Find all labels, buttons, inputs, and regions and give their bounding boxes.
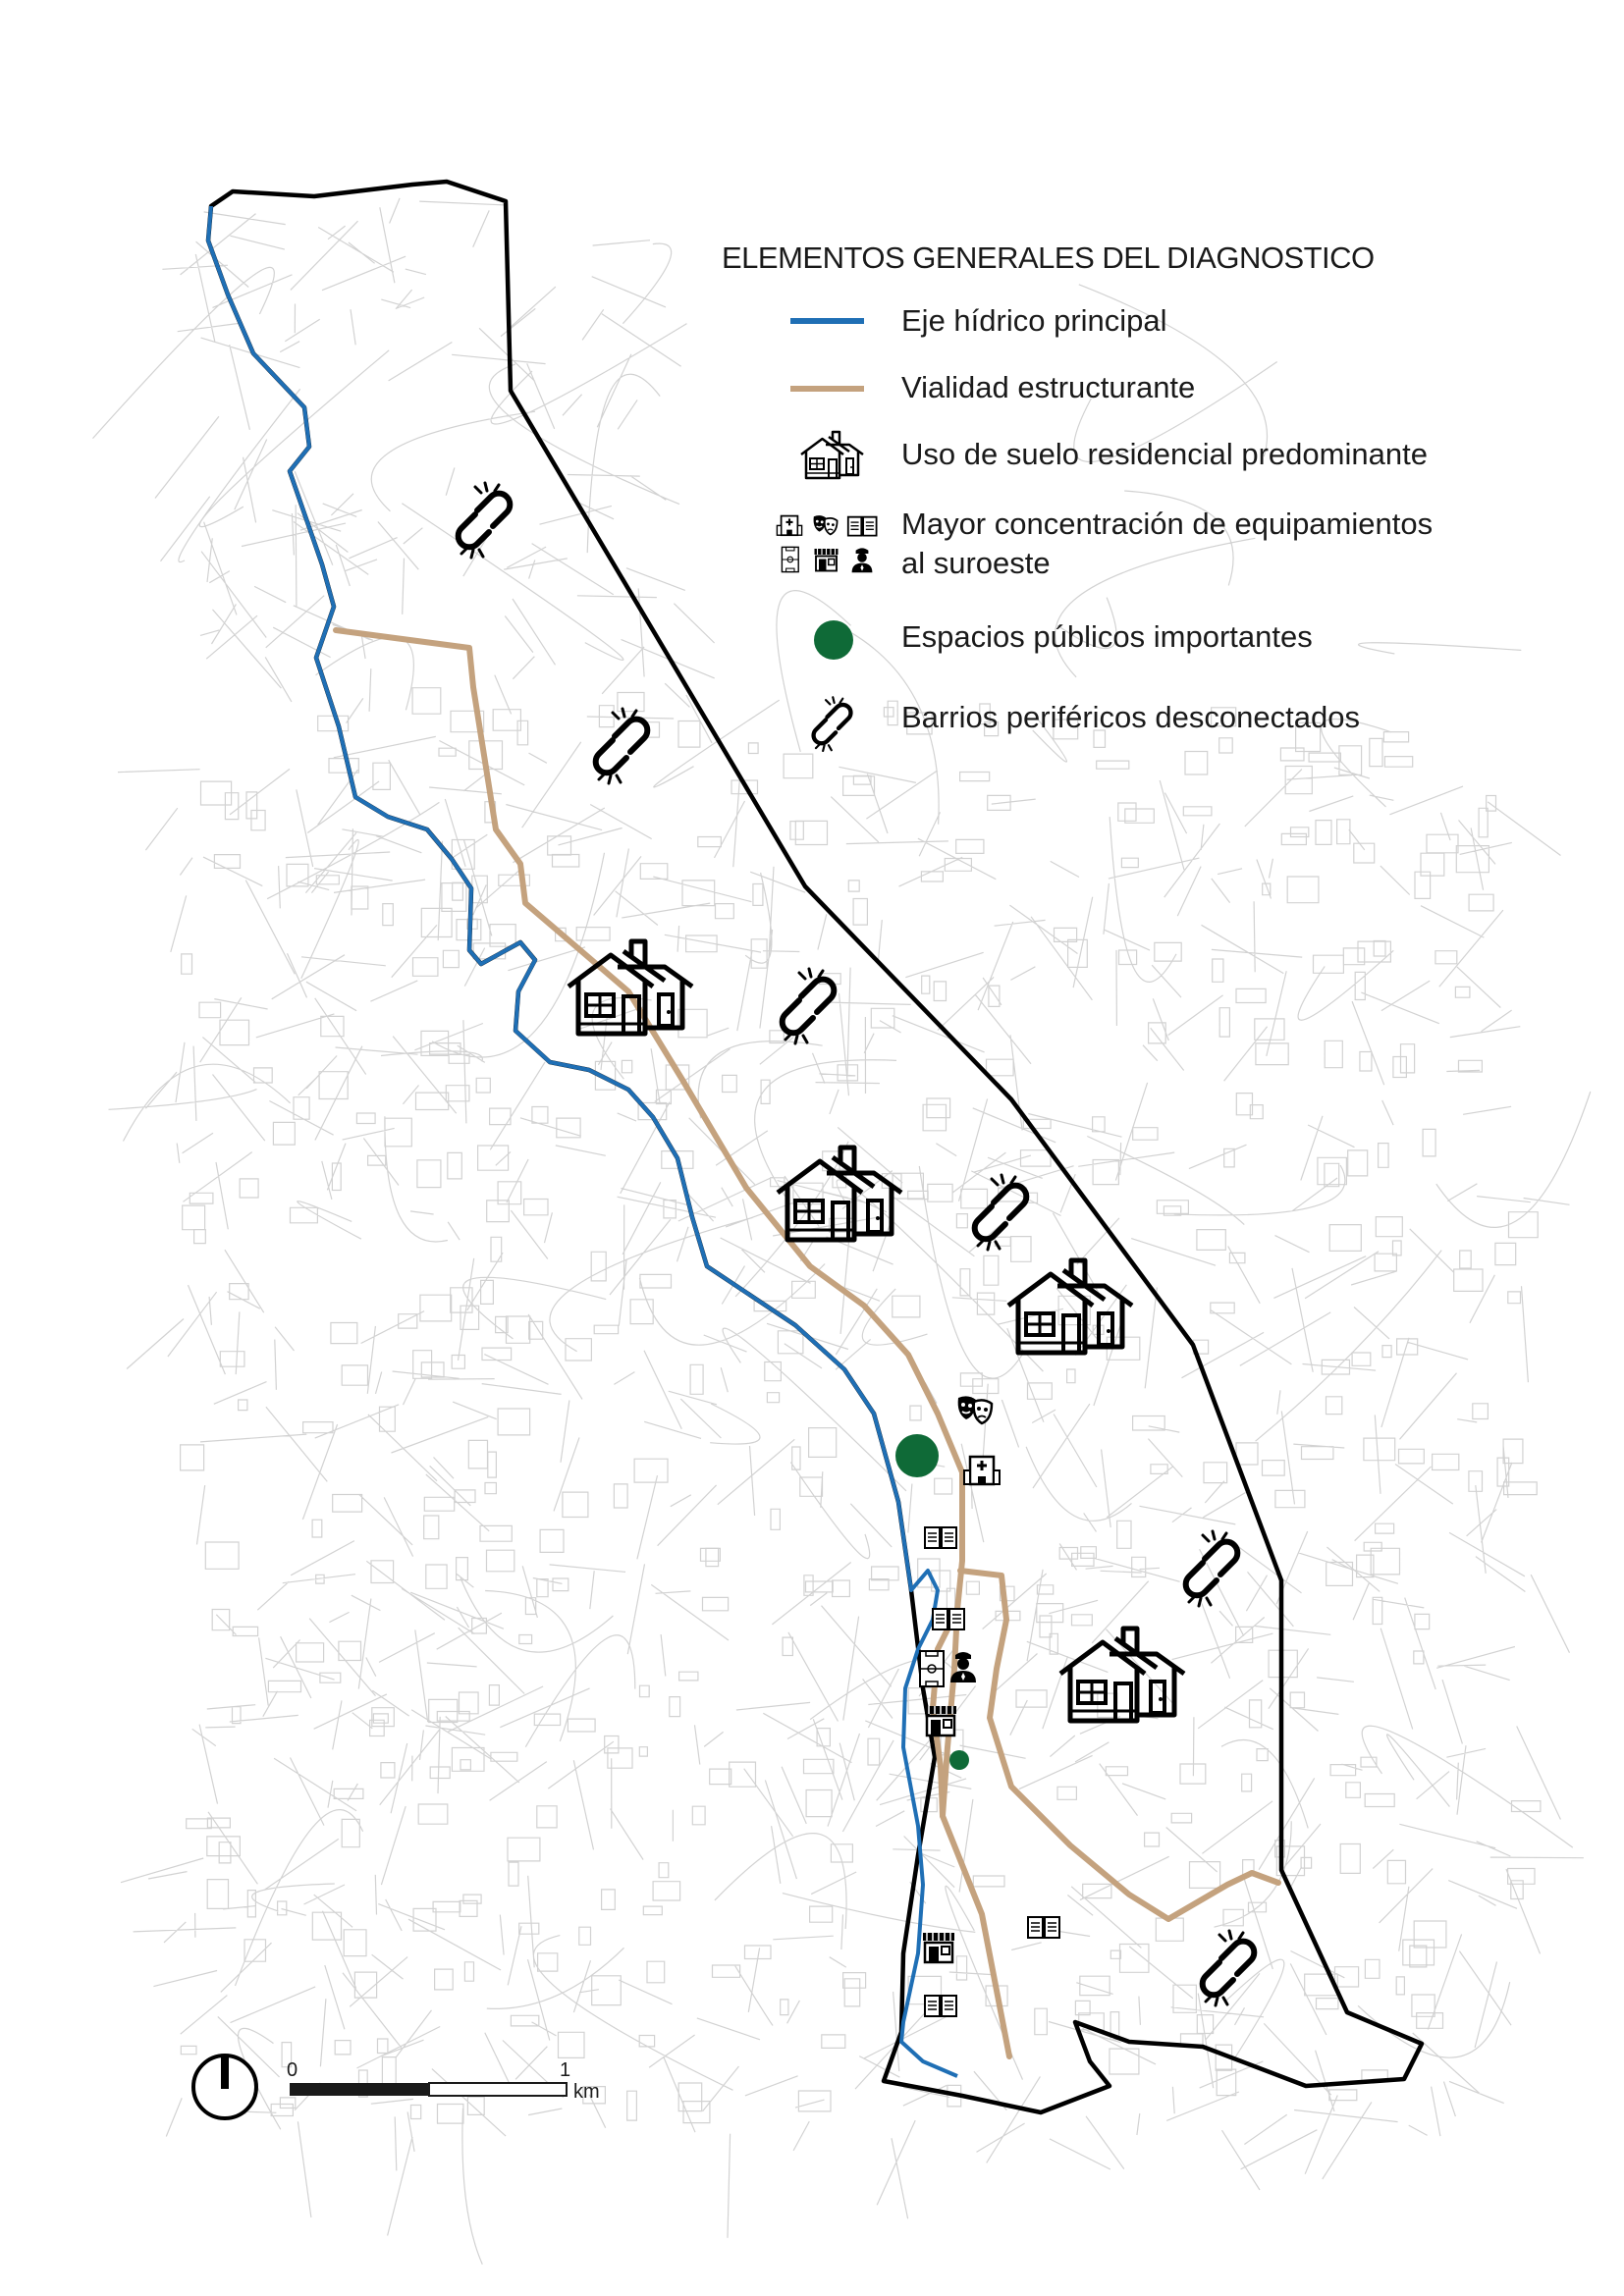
street-lines — [92, 197, 1592, 2265]
legend-label: Mayor concentración de equipamientos — [901, 507, 1433, 541]
legend-label: Vialidad estructurante — [901, 370, 1195, 404]
library-book-icon — [924, 1995, 957, 2017]
broken-link-icon — [459, 483, 511, 558]
legend-label: Espacios públicos importantes — [901, 619, 1313, 654]
library-book-icon — [1027, 1916, 1060, 1939]
legend-label: Uso de suelo residencial predominante — [901, 437, 1428, 471]
street-network — [92, 197, 1592, 2265]
public-space-large — [895, 1434, 939, 1477]
legend-label-line2: al suroeste — [901, 546, 1051, 580]
legend-item-facilities: Mayor concentración de equipamientos al … — [776, 507, 1433, 580]
police-icon — [851, 548, 873, 573]
sports-field-icon — [919, 1650, 945, 1687]
legend-item-disconnected: Barrios periféricos desconectados — [814, 697, 1360, 751]
hospital-icon — [776, 514, 803, 537]
broken-link-icon — [1203, 1931, 1255, 2005]
legend-label: Barrios periféricos desconectados — [901, 700, 1360, 734]
market-icon — [921, 1931, 956, 1964]
sports-field-icon — [781, 546, 799, 573]
green-dot-icon — [814, 620, 853, 660]
legend: ELEMENTOS GENERALES DEL DIAGNOSTICO Eje … — [722, 240, 1433, 751]
broken-link-icon — [596, 709, 648, 783]
broken-link-icon — [1186, 1531, 1238, 1606]
legend-label: Eje hídrico principal — [901, 303, 1167, 338]
residential-houses-icon — [1008, 1260, 1132, 1353]
north-arrow-icon — [191, 2054, 258, 2120]
legend-item-public-space: Espacios públicos importantes — [814, 619, 1313, 660]
market-icon — [813, 548, 839, 572]
legend-item-road: Vialidad estructurante — [790, 370, 1195, 404]
legend-item-river: Eje hídrico principal — [790, 303, 1167, 338]
broken-link-icon — [814, 697, 851, 751]
river-line — [206, 205, 958, 2078]
hospital-icon — [962, 1455, 1001, 1486]
scale-unit-label: km — [573, 2081, 600, 2103]
library-book-icon — [932, 1608, 965, 1630]
theater-masks-icon — [956, 1395, 994, 1425]
scale-start-label: 0 — [287, 2059, 298, 2081]
road-loop — [957, 1568, 1281, 1922]
legend-item-residential: Uso de suelo residencial predominante — [799, 430, 1428, 480]
legend-title: ELEMENTOS GENERALES DEL DIAGNOSTICO — [722, 240, 1375, 275]
houses-icon — [799, 430, 865, 480]
residential-houses-icon — [1060, 1629, 1184, 1721]
library-book-icon — [924, 1526, 957, 1549]
library-book-icon — [846, 515, 878, 537]
scale-end-label: 1 — [560, 2059, 570, 2081]
theater-masks-icon — [812, 514, 839, 536]
public-space-small — [949, 1750, 969, 1770]
scale-bar: 0 1 km — [287, 2059, 600, 2103]
broken-link-icon — [783, 969, 835, 1043]
market-icon — [923, 1704, 958, 1737]
